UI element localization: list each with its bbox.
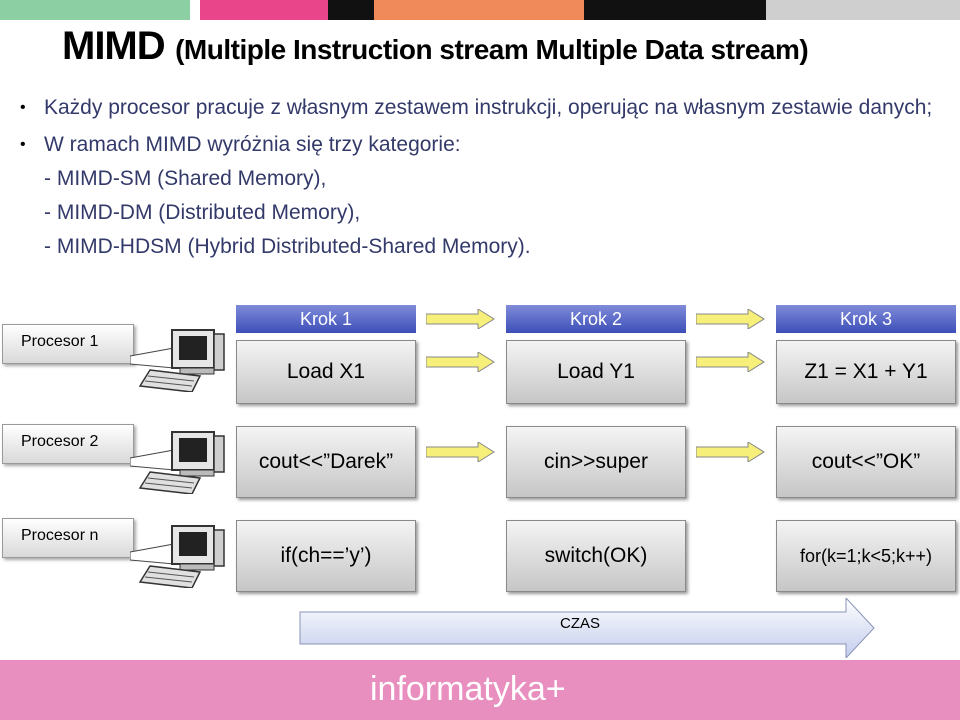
footer-bar: informatyka+ bbox=[0, 660, 960, 720]
arrow-right-icon bbox=[426, 352, 495, 372]
step-header: Krok 3 bbox=[776, 305, 956, 333]
time-arrow bbox=[299, 598, 875, 658]
step-box: Load Y1 bbox=[506, 340, 686, 404]
bullet-text: Każdy procesor pracuje z własnym zestawe… bbox=[44, 96, 933, 119]
top-bar-segment bbox=[584, 0, 766, 20]
category-item: - MIMD-SM (Shared Memory), bbox=[44, 167, 327, 190]
processor-label: Procesor 1 bbox=[21, 333, 99, 350]
step-box: for(k=1;k<5;k++) bbox=[776, 520, 956, 592]
step-box: if(ch==’y’) bbox=[236, 520, 416, 592]
top-bar-segment bbox=[374, 0, 584, 20]
arrow-right-icon bbox=[696, 352, 765, 372]
bullet-item: • W ramach MIMD wyróżnia się trzy katego… bbox=[20, 128, 950, 162]
time-label: CZAS bbox=[560, 615, 601, 632]
step-box: switch(OK) bbox=[506, 520, 686, 592]
bullet-list: • Każdy procesor pracuje z własnym zesta… bbox=[20, 94, 950, 264]
slide-title: MIMD (Multiple Instruction stream Multip… bbox=[62, 24, 809, 69]
top-color-bar bbox=[0, 0, 960, 20]
title-sub: (Multiple Instruction stream Multiple Da… bbox=[175, 34, 809, 65]
bullet-dot-icon: • bbox=[20, 136, 26, 153]
top-bar-segment bbox=[766, 0, 960, 20]
arrow-right-icon bbox=[426, 442, 495, 462]
processor-label-box: Procesor 2 bbox=[2, 424, 134, 464]
processor-label: Procesor n bbox=[21, 527, 99, 544]
bullet-dot-icon: • bbox=[20, 99, 26, 116]
step-header: Krok 1 bbox=[236, 305, 416, 333]
bullet-text: W ramach MIMD wyróżnia się trzy kategori… bbox=[44, 133, 461, 156]
top-bar-segment bbox=[200, 0, 328, 20]
processor-label: Procesor 2 bbox=[21, 433, 99, 450]
step-box: cin>>super bbox=[506, 426, 686, 498]
top-bar-segment bbox=[0, 0, 190, 20]
processor-label-box: Procesor n bbox=[2, 518, 134, 558]
step-box: Load X1 bbox=[236, 340, 416, 404]
arrow-right-icon bbox=[696, 442, 765, 462]
step-box: Z1 = X1 + Y1 bbox=[776, 340, 956, 404]
computer-icon bbox=[130, 431, 225, 494]
footer-brand: informatyka+ bbox=[370, 670, 566, 708]
category-item: - MIMD-DM (Distributed Memory), bbox=[44, 201, 361, 224]
category-item: - MIMD-HDSM (Hybrid Distributed-Shared M… bbox=[44, 235, 531, 258]
arrow-right-icon bbox=[696, 309, 765, 329]
step-header: Krok 2 bbox=[506, 305, 686, 333]
computer-icon bbox=[130, 329, 225, 392]
processor-label-box: Procesor 1 bbox=[2, 324, 134, 364]
title-main: MIMD bbox=[62, 24, 166, 68]
step-box: cout<<”OK” bbox=[776, 426, 956, 498]
top-bar-segment bbox=[190, 0, 200, 20]
bullet-item: • Każdy procesor pracuje z własnym zesta… bbox=[20, 94, 950, 122]
arrow-right-icon bbox=[426, 309, 495, 329]
top-bar-segment bbox=[328, 0, 374, 20]
computer-icon bbox=[130, 525, 225, 588]
step-box: cout<<”Darek” bbox=[236, 426, 416, 498]
